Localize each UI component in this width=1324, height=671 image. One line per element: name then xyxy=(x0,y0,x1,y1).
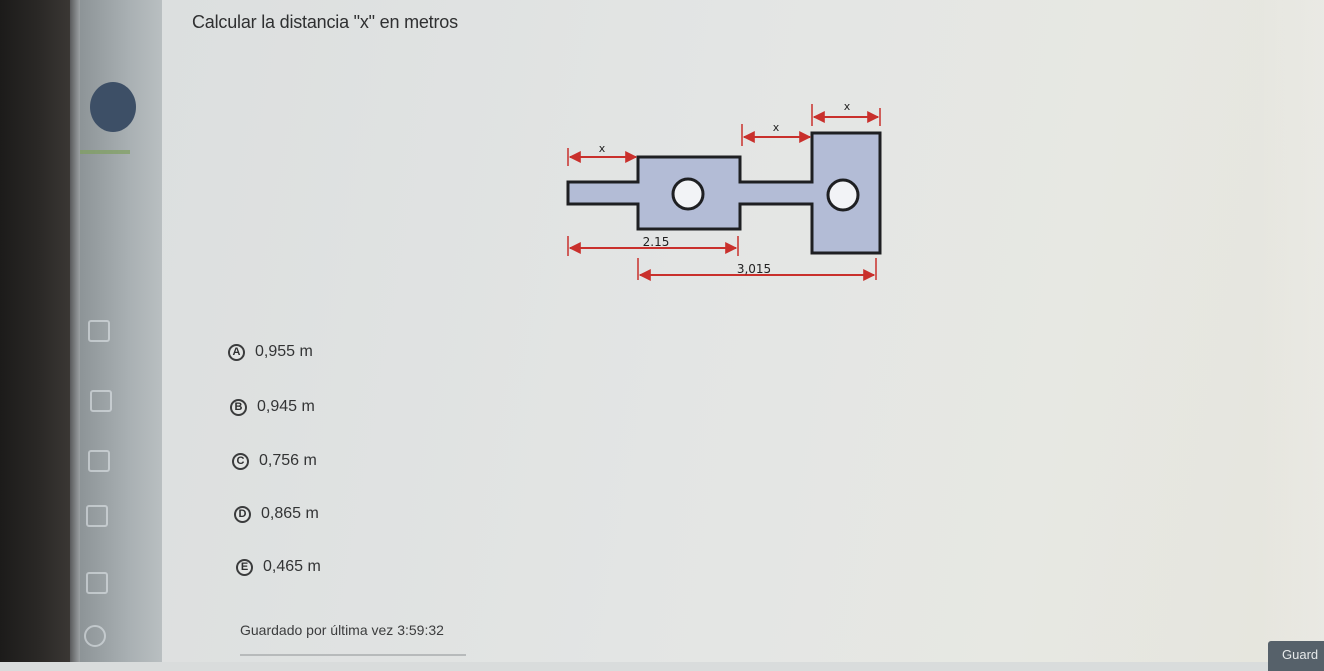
option-a-label: 0,955 m xyxy=(255,343,313,360)
sidebar-list-icon[interactable] xyxy=(90,390,112,412)
option-d-radio[interactable]: D xyxy=(234,505,251,523)
option-e-label: 0,465 m xyxy=(263,558,321,575)
problem-figure: x x x 2.15 3,015 xyxy=(566,100,882,281)
option-a[interactable]: A 0,955 m xyxy=(228,341,313,363)
save-button[interactable]: Guard xyxy=(1268,641,1324,671)
option-b[interactable]: B 0,945 m xyxy=(230,396,315,418)
label-x-middle: x xyxy=(773,121,780,134)
label-x-right: x xyxy=(844,100,851,113)
last-saved-status: Guardado por última vez 3:59:32 xyxy=(240,622,444,638)
option-e[interactable]: E 0,465 m xyxy=(236,556,321,578)
label-x-left: x xyxy=(599,142,606,155)
option-b-label: 0,945 m xyxy=(257,398,315,415)
option-b-radio[interactable]: B xyxy=(230,398,247,416)
sidebar-menu-icon[interactable] xyxy=(88,320,110,342)
label-dim-long: 3,015 xyxy=(737,262,771,276)
option-a-radio[interactable]: A xyxy=(228,343,245,361)
sidebar-chat-icon[interactable] xyxy=(88,450,110,472)
monitor-bezel xyxy=(0,0,70,662)
dimension-x-right: x xyxy=(811,100,881,126)
option-d-label: 0,865 m xyxy=(261,505,319,522)
option-c[interactable]: C 0,756 m xyxy=(232,450,317,472)
sidebar-document-icon[interactable] xyxy=(86,505,108,527)
sidebar-active-indicator xyxy=(80,150,130,154)
sidebar-calendar-icon[interactable] xyxy=(86,572,108,594)
bezel-edge xyxy=(70,0,80,662)
dimension-3-015: 3,015 xyxy=(637,258,877,281)
screen-glare xyxy=(1260,0,1324,662)
hole-left xyxy=(671,177,705,211)
option-c-label: 0,756 m xyxy=(259,452,317,469)
dimension-x-left: x xyxy=(567,142,638,166)
dimension-x-middle: x xyxy=(741,121,812,146)
plate-shape xyxy=(566,131,882,255)
main-content xyxy=(162,0,1324,662)
hole-right xyxy=(826,178,860,212)
question-text: Calcular la distancia "x" en metros xyxy=(192,12,458,32)
sidebar-avatar[interactable] xyxy=(90,82,136,132)
option-d[interactable]: D 0,865 m xyxy=(234,503,319,525)
sidebar-help-icon[interactable] xyxy=(84,625,106,647)
option-e-radio[interactable]: E xyxy=(236,558,253,576)
option-c-radio[interactable]: C xyxy=(232,452,249,470)
label-dim-short: 2.15 xyxy=(643,235,670,249)
dimension-2-15: 2.15 xyxy=(567,235,739,256)
footer-divider xyxy=(240,654,466,656)
